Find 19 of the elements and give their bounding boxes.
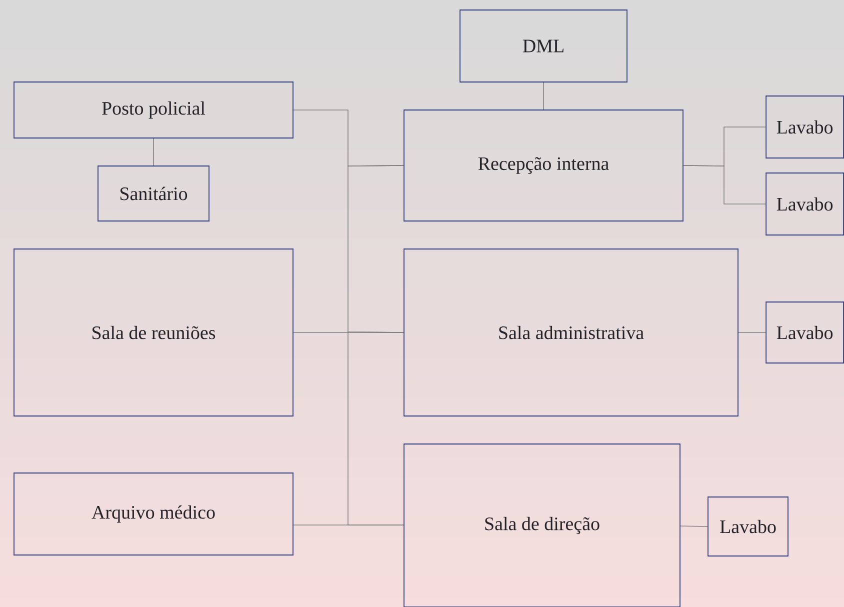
room-box: Posto policial (14, 82, 294, 138)
connector-line (683, 165, 766, 204)
room-box: Lavabo (766, 96, 844, 158)
room-box: Sala de reuniões (14, 248, 294, 416)
room-box: Lavabo (708, 496, 788, 556)
room-box: Sala administrativa (404, 248, 738, 416)
connector-line (348, 332, 404, 526)
room-box: DML (460, 10, 628, 82)
connector-line (680, 526, 708, 527)
room-box: Sala de direção (404, 444, 680, 607)
room-box: Lavabo (766, 172, 844, 236)
room-box: Arquivo médico (14, 472, 294, 556)
room-box: Lavabo (766, 302, 844, 364)
connector-line (348, 165, 404, 333)
connector-line (543, 82, 544, 110)
connector-line (153, 138, 154, 166)
room-box: Recepção interna (404, 110, 684, 222)
room-box: Sanitário (98, 166, 210, 222)
connector-line (738, 332, 766, 333)
